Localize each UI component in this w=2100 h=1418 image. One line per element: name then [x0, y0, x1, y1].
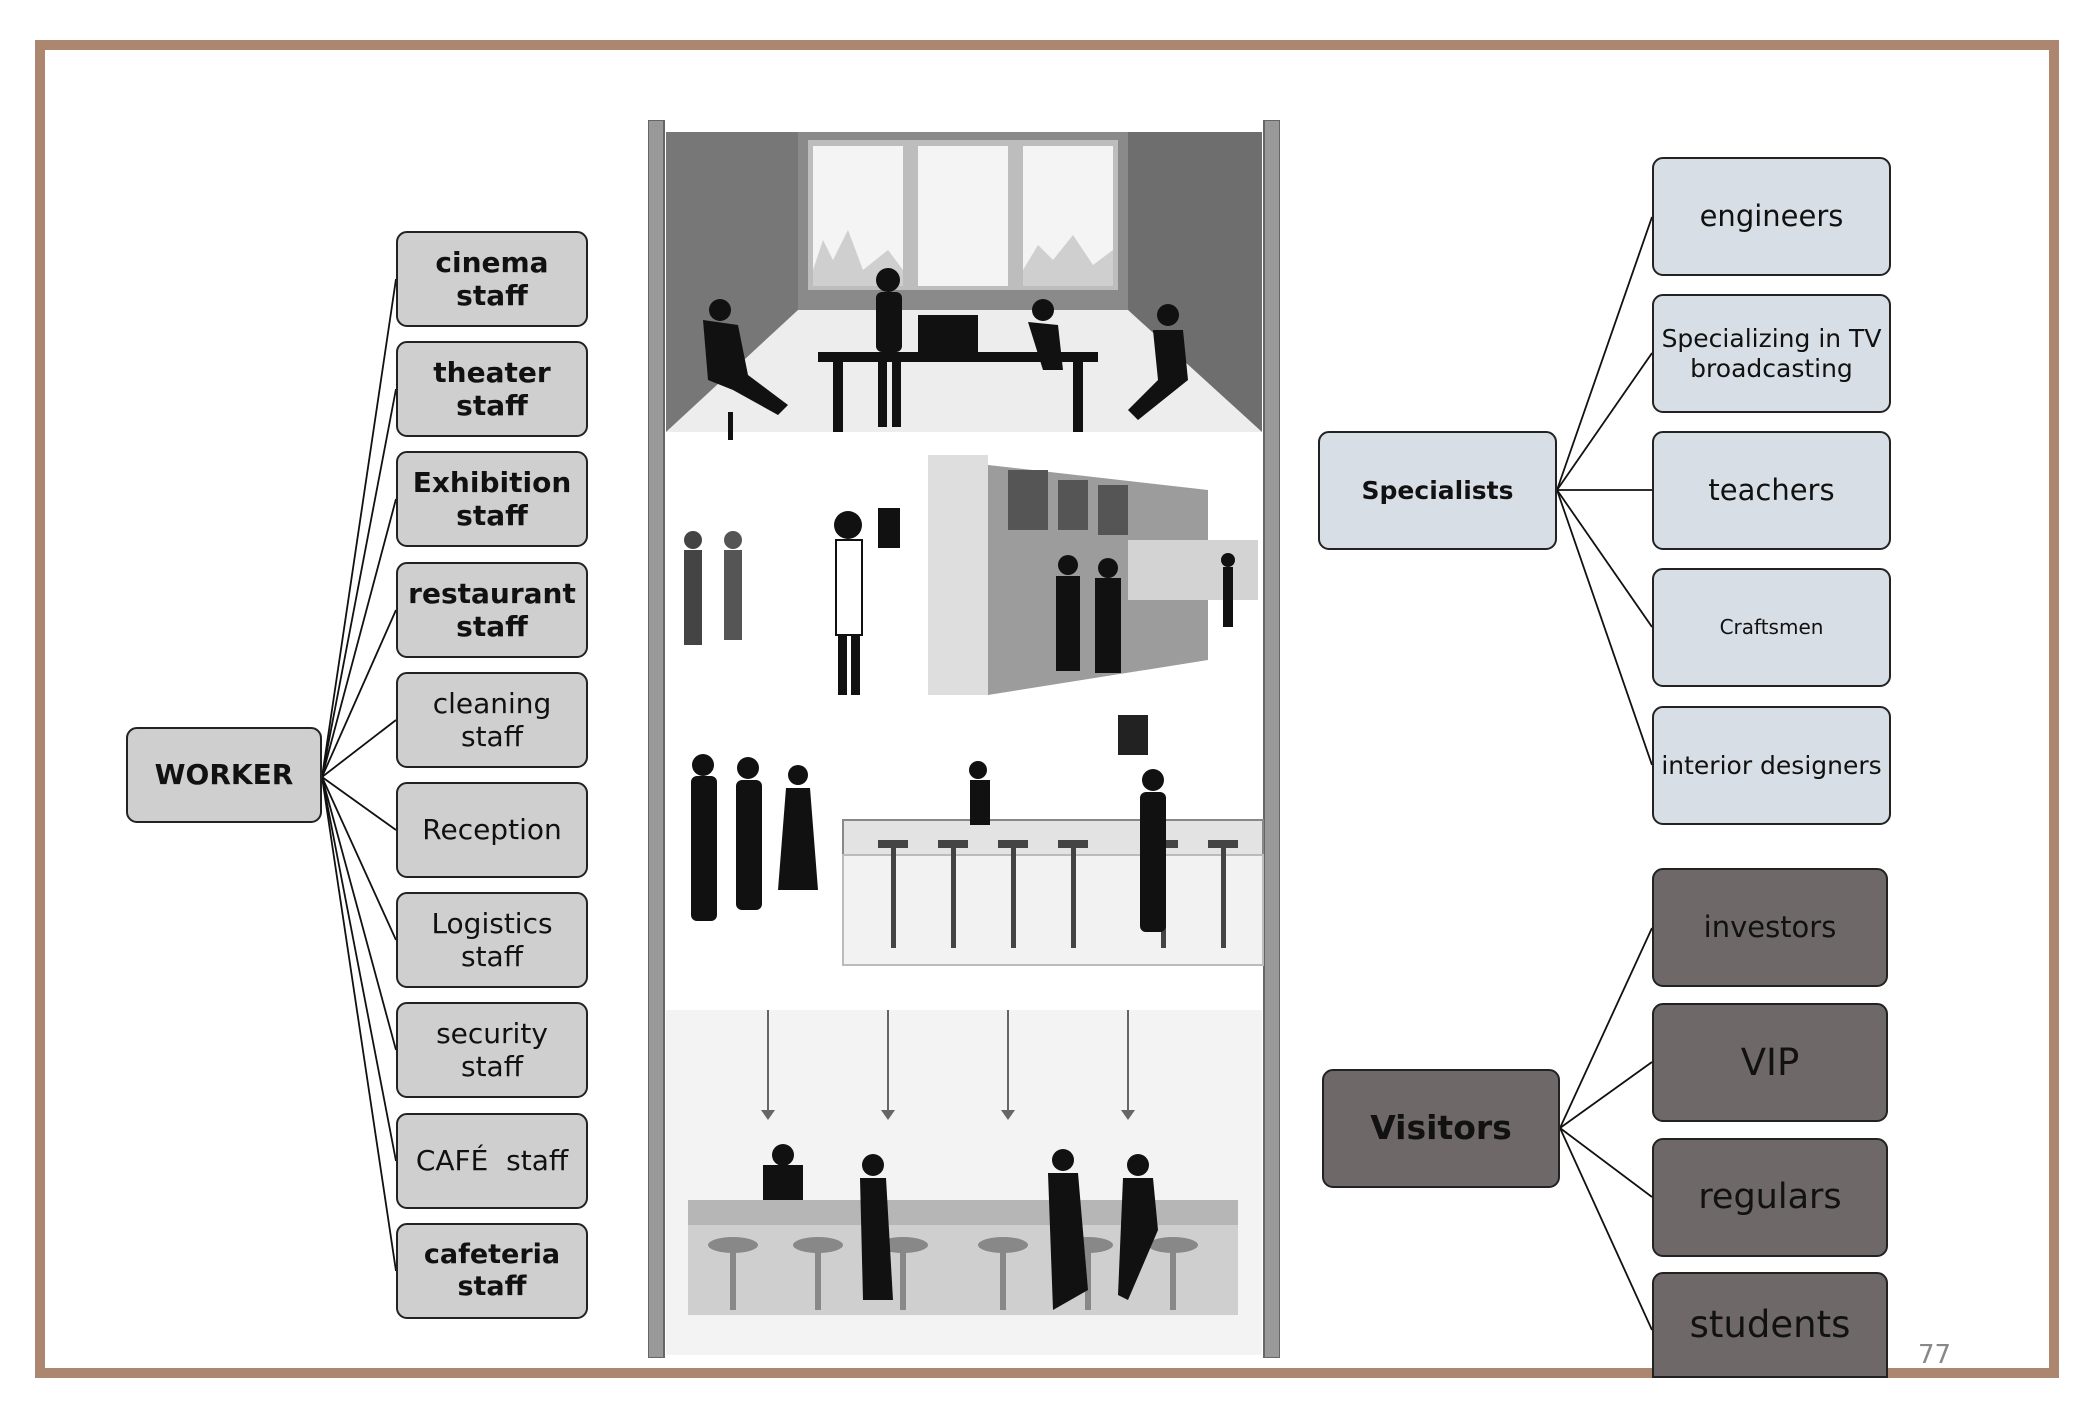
- visitor-item-investors: investors: [1652, 868, 1888, 987]
- worker-item-reception: Reception: [396, 782, 588, 878]
- specialist-item-tv-broadcasting: Specializing in TV broadcasting: [1652, 294, 1891, 413]
- worker-root: WORKER: [126, 727, 322, 823]
- visitor-item-vip: VIP: [1652, 1003, 1888, 1122]
- left-post: [648, 120, 665, 1358]
- worker-item-cafeteria-staff: cafeteria staff: [396, 1223, 588, 1319]
- right-post: [1263, 120, 1280, 1358]
- specialist-item-craftsmen: Craftsmen: [1652, 568, 1891, 687]
- worker-item-logistics-staff: Logistics staff: [396, 892, 588, 988]
- bar-illustration: [666, 705, 1264, 1005]
- lounge-bar-illustration: [666, 1010, 1262, 1355]
- worker-item-security-staff: security staff: [396, 1002, 588, 1098]
- worker-item-restaurant-staff: restaurant staff: [396, 562, 588, 658]
- visitor-item-regulars: regulars: [1652, 1138, 1888, 1257]
- restaurant-illustration: [666, 440, 1262, 700]
- specialist-item-interior-designers: interior designers: [1652, 706, 1891, 825]
- worker-item-cinema-staff: cinema staff: [396, 231, 588, 327]
- visitors-root: Visitors: [1322, 1069, 1560, 1188]
- worker-item-exhibition-staff: Exhibition staff: [396, 451, 588, 547]
- venue-illustration-collage: [648, 120, 1280, 1358]
- worker-item-theater-staff: theater staff: [396, 341, 588, 437]
- worker-item-cleaning-staff: cleaning staff: [396, 672, 588, 768]
- page-number: 77: [1918, 1340, 1952, 1370]
- specialist-item-engineers: engineers: [1652, 157, 1891, 276]
- specialists-root: Specialists: [1318, 431, 1557, 550]
- meeting-room-illustration: [666, 132, 1262, 442]
- worker-item-cafe-staff: CAFÉ staff: [396, 1113, 588, 1209]
- specialist-item-teachers: teachers: [1652, 431, 1891, 550]
- visitor-item-students: students: [1652, 1272, 1888, 1378]
